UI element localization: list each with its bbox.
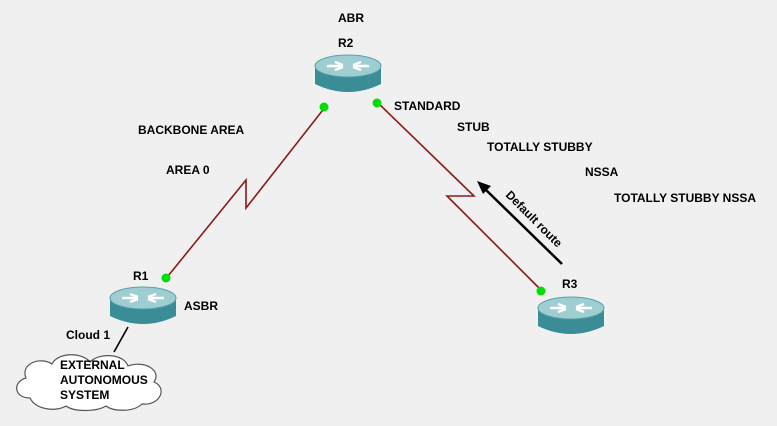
router-r2-icon[interactable] <box>313 52 383 98</box>
router-r3-icon[interactable] <box>536 294 606 340</box>
port-r1 <box>161 273 171 283</box>
cloud-line-1: EXTERNAL <box>60 358 125 372</box>
link-r2-r3[interactable] <box>377 102 542 291</box>
router-r1-label: R1 <box>133 269 149 283</box>
port-r3 <box>536 286 546 296</box>
nssa-label: NSSA <box>585 165 619 179</box>
area0-label: AREA 0 <box>166 163 210 177</box>
link-r1-cloud[interactable] <box>113 326 129 353</box>
router-r3-label: R3 <box>562 277 578 291</box>
router-r1-icon[interactable] <box>108 284 178 330</box>
link-r2-r1[interactable] <box>167 105 327 277</box>
stub-label: STUB <box>457 120 490 134</box>
asbr-label: ASBR <box>184 299 219 313</box>
totally-stubby-label: TOTALLY STUBBY <box>487 140 593 154</box>
standard-label: STANDARD <box>394 99 461 113</box>
router-r2-label: R2 <box>338 36 354 50</box>
cloud-line-3: SYSTEM <box>60 388 110 402</box>
port-r2-left <box>319 102 329 112</box>
cloud1-label: Cloud 1 <box>66 328 110 342</box>
totally-stubby-nssa-label: TOTALLY STUBBY NSSA <box>614 191 757 205</box>
port-r2-right <box>372 98 382 108</box>
cloud-icon[interactable] <box>10 350 168 412</box>
cloud-line-2: AUTONOMOUS <box>60 373 148 387</box>
default-route-arrow <box>477 181 563 265</box>
backbone-area-label: BACKBONE AREA <box>138 123 245 137</box>
cloud-text: EXTERNAL AUTONOMOUS SYSTEM <box>60 358 148 403</box>
abr-label: ABR <box>338 11 364 25</box>
